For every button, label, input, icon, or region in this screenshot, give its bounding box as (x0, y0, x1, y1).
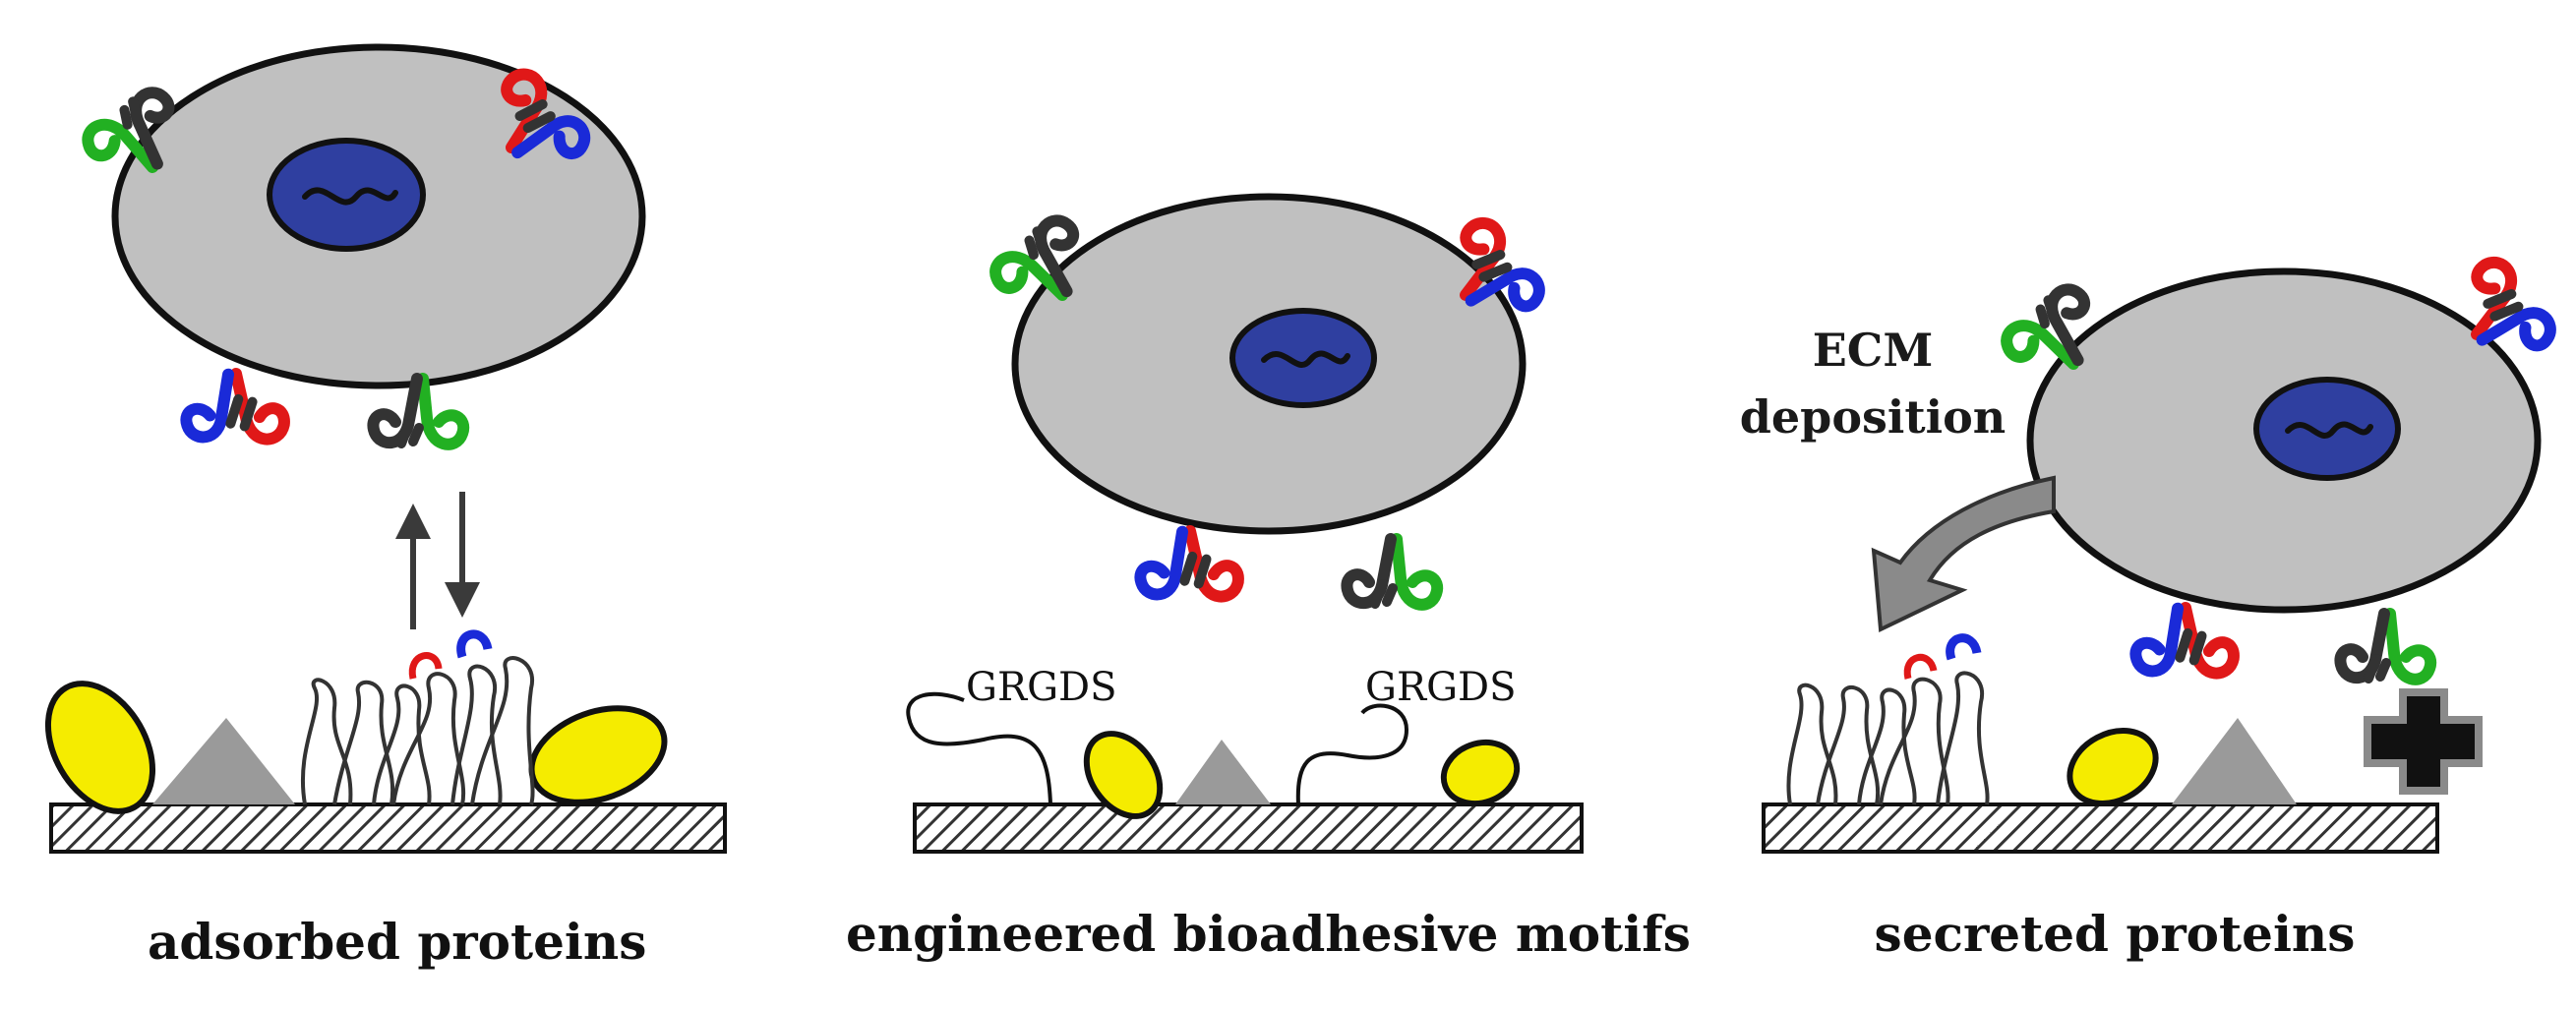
cross-icon (2364, 688, 2483, 795)
caption-adsorbed-proteins: adsorbed proteins (148, 913, 647, 971)
motif-label: GRGDS (1365, 665, 1517, 710)
motif-label: GRGDS (966, 665, 1117, 710)
arrow-icon (1871, 475, 2056, 633)
deposition-label: deposition (1740, 390, 2007, 444)
caption-engineered-bioadhesive-motifs: engineered bioadhesive motifs (846, 905, 1691, 963)
panel-secreted-proteins: ECM deposition (1740, 256, 2563, 854)
nucleus-icon (267, 138, 426, 252)
arrow-icon (395, 492, 480, 629)
panel-adsorbed-proteins (44, 43, 727, 854)
panel-bioadhesive-motifs: GRGDS GRGDS (906, 193, 1584, 854)
ecm-label: ECM (1813, 324, 1934, 377)
caption-secreted-proteins: secreted proteins (1874, 905, 2356, 963)
substrate-icon (49, 802, 727, 854)
